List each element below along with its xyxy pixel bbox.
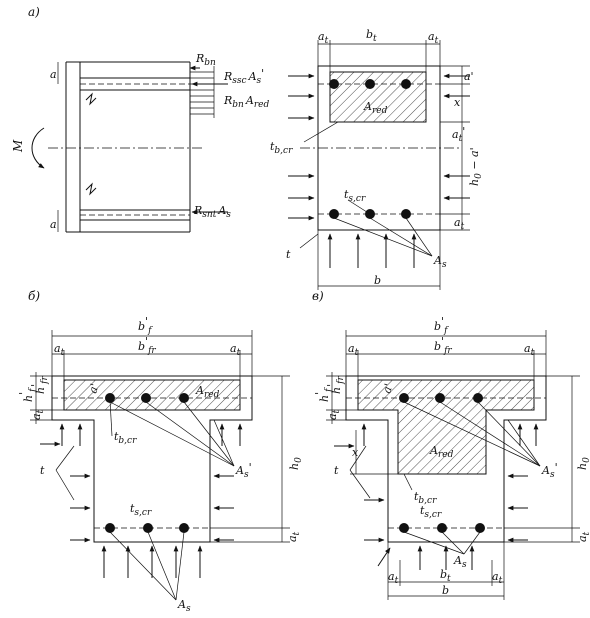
rect-x: x [454,96,461,109]
panel-label-a: а) [28,5,40,19]
rect-b: b [374,274,381,287]
tc-at-right: at [524,342,535,358]
tc-as: As [453,554,467,570]
rect-tbcr: tb,cr [270,140,293,156]
moment-arrow [31,127,45,169]
tc-tbcr: tb,cr [414,490,437,506]
tc-bfr: b'fr [434,335,452,356]
tc-b: b [442,584,449,597]
rect-as: As [433,254,447,270]
t-section-c [326,330,580,600]
tb-as: As [177,598,191,614]
elev-a-bot: a [50,218,57,231]
beam-elevation [48,61,205,233]
tc-bt: bt [440,568,451,584]
rect-bt: bt [366,28,377,44]
tb-t: t [40,464,45,477]
tc-at-left-bot: at [388,570,399,586]
tc-at-bot: at [576,531,590,542]
tb-ared: Ared [195,384,220,400]
rect-at-prime: at' [452,125,465,144]
tb-h0: h0 [288,457,304,470]
tb-at-left: at [54,342,65,358]
tb-at: at [30,409,46,420]
t-section-b [30,330,290,601]
rect-h0-minus: h0 − a' [468,147,484,186]
tc-tscr: ts,cr [420,504,442,520]
tc-hfr: h'fr [325,376,346,394]
tb-tbcr: tb,cr [114,430,137,446]
tb-at-right: at [230,342,241,358]
panel-label-b: б) [28,289,40,303]
tb-hfr: h'fr [29,376,50,394]
tc-at: at [326,409,342,420]
rect-ared: Ared [363,100,388,116]
tc-dprime: a' [380,382,395,395]
tc-bf: b'f [434,315,449,336]
tc-at-right-bot: at [492,570,503,586]
rect-at-right: at [428,30,439,46]
tb-dprime: a' [86,382,101,395]
tc-x: x [352,446,359,459]
tb-hf: h'f [17,387,38,402]
tb-tscr: ts,cr [130,502,152,518]
tc-t: t [334,464,339,477]
tc-as-prime: As' [541,461,558,480]
tc-h0: h0 [576,457,590,470]
rect-tscr: ts,cr [344,188,366,204]
moment-label: M [11,139,25,153]
tc-hf: h'f [313,387,334,402]
tc-at-left: at [348,342,359,358]
tb-as-prime: As' [235,461,252,480]
tb-at-bot: at [286,531,302,542]
rect-t: t [286,248,291,261]
rect-dprime: a' [464,70,474,83]
tb-bf: b'f [138,315,153,336]
tc-ared: Ared [429,444,454,460]
elev-a-top: a [50,68,57,81]
rect-at-left: at [318,30,329,46]
tb-bfr: b'fr [138,335,156,356]
panel-label-c: в) [312,289,324,303]
compression-stress-block [189,65,228,215]
rect-at-bot: at [454,216,465,232]
rect-section [288,40,470,290]
elev-rbn: Rbn [195,52,216,68]
